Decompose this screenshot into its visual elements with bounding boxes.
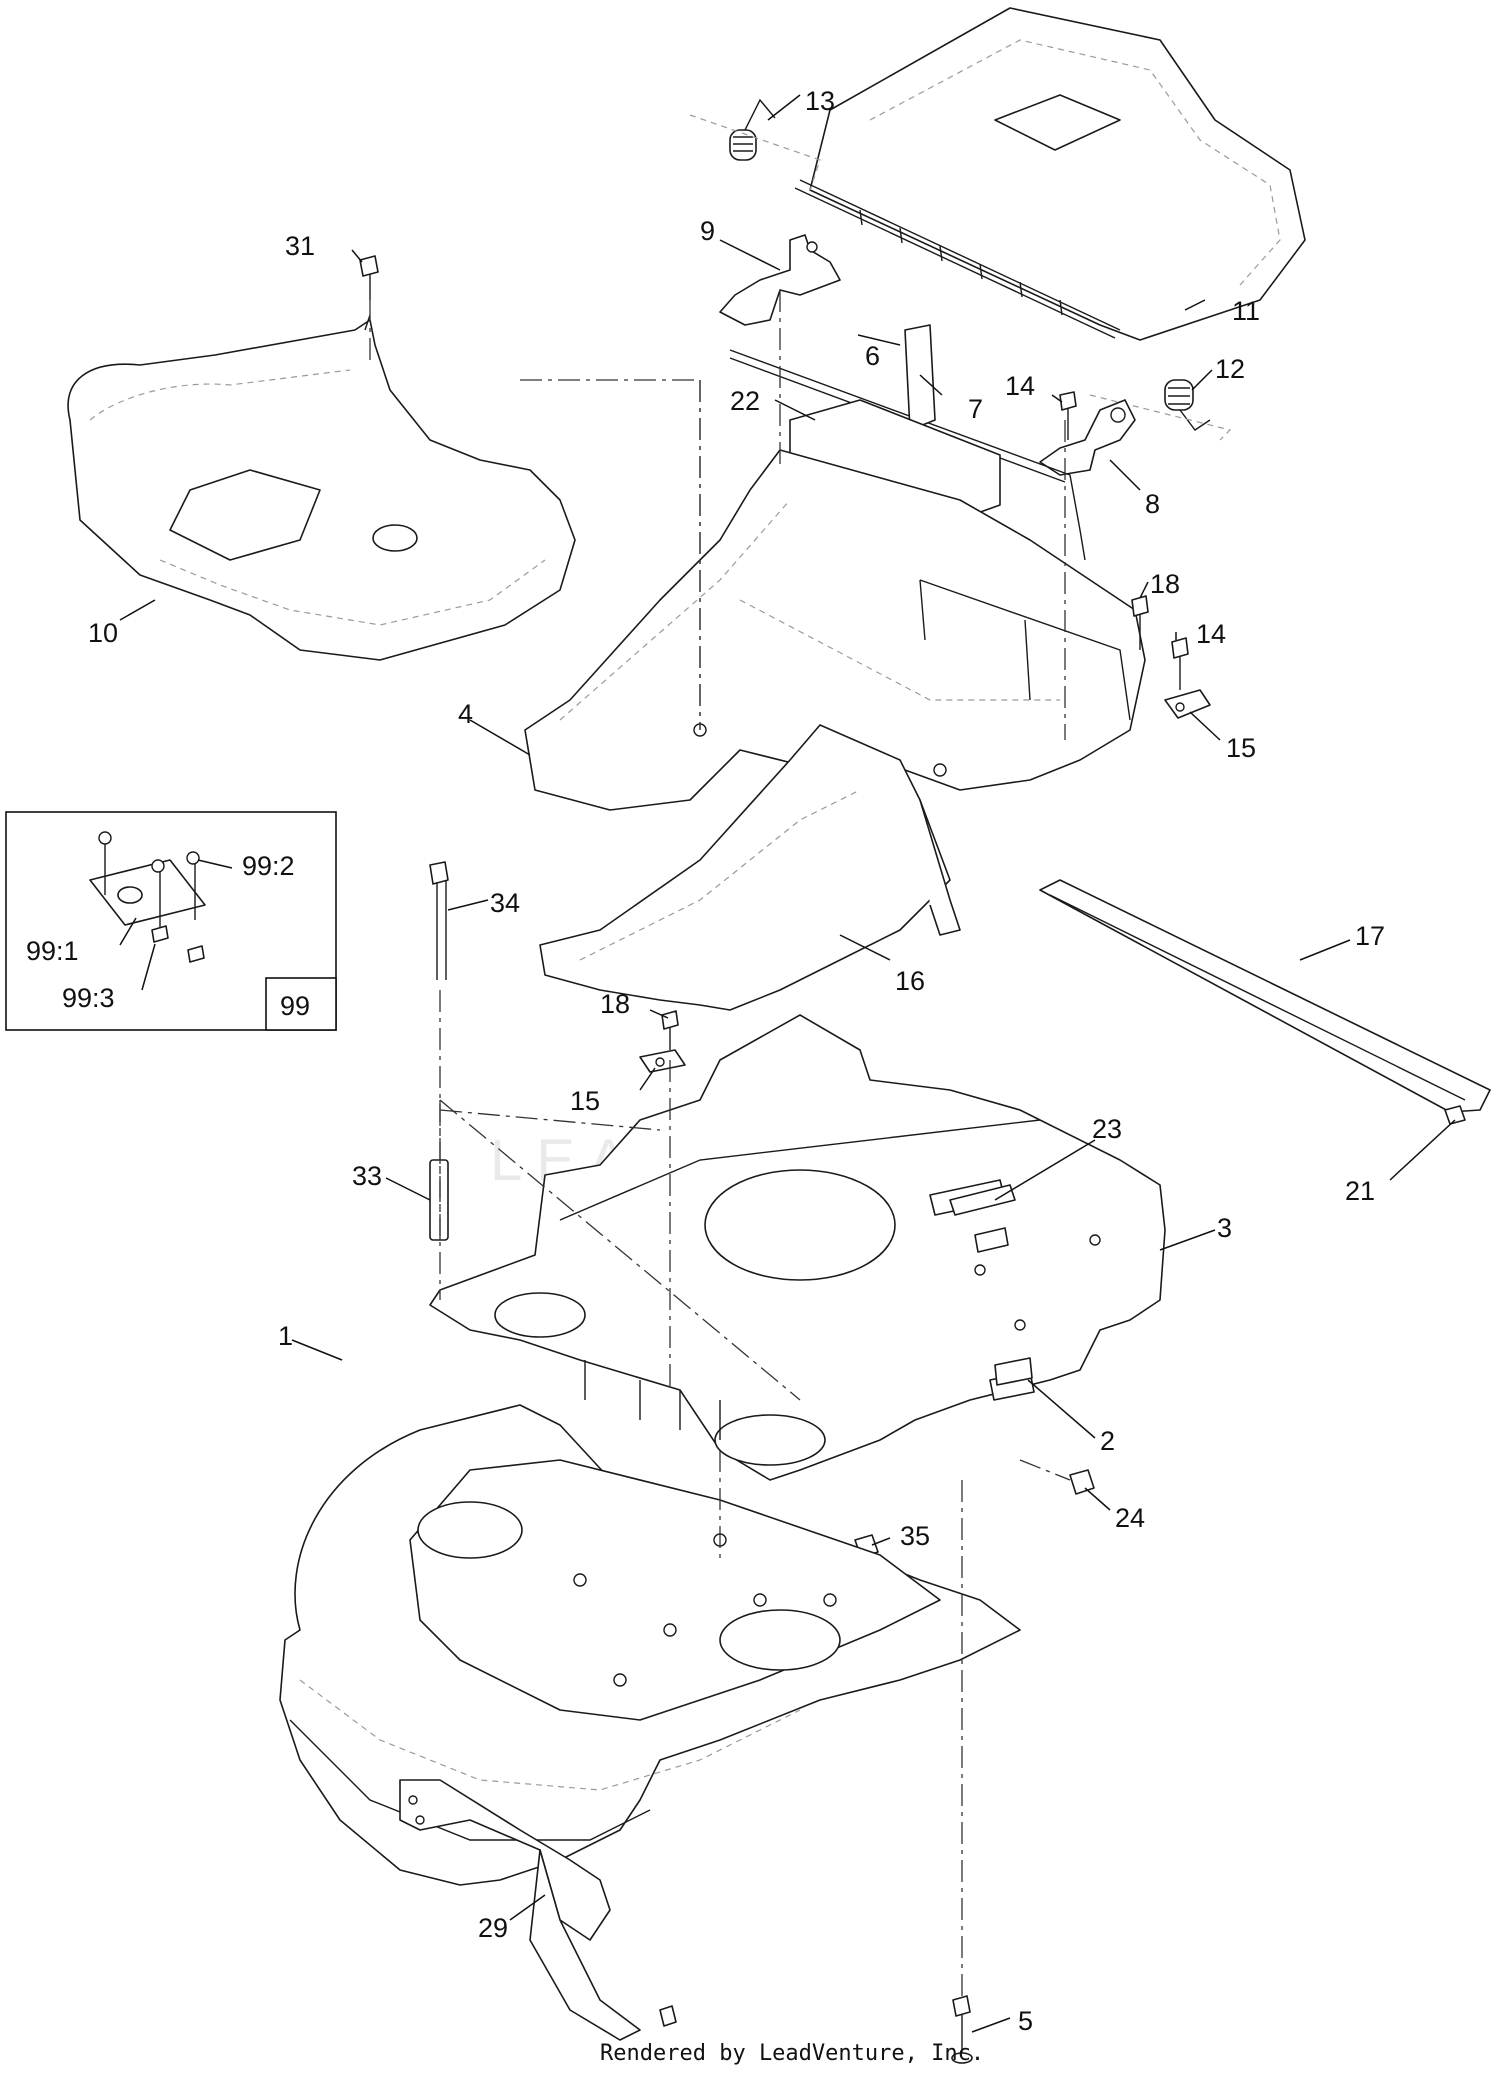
callout-17: 17 (1355, 921, 1385, 951)
callout-31: 31 (285, 231, 315, 261)
callout-21: 21 (1345, 1176, 1375, 1206)
part-9-bracket (719, 234, 841, 326)
callout-15-upper: 15 (1226, 733, 1256, 763)
callout-22: 22 (730, 386, 760, 416)
part-2-decal (994, 1357, 1033, 1386)
callout-16: 16 (895, 966, 925, 996)
callout-23: 23 (1092, 1114, 1122, 1144)
part-8-bracket (1039, 399, 1136, 476)
callout-5: 5 (1018, 2006, 1033, 2036)
callout-numbers: 13 11 12 31 9 6 7 22 14 8 18 14 15 10 4 … (88, 86, 1385, 2036)
part-31-bolt (359, 255, 379, 300)
part-24-nut (1069, 1469, 1095, 1495)
part-33-spacer (429, 1159, 449, 1241)
part-14-bolt-right (1171, 637, 1189, 690)
callout-8: 8 (1145, 489, 1160, 519)
callout-11: 11 (1232, 296, 1260, 326)
inset-label-99-3: 99:3 (62, 983, 115, 1013)
part-10-seat-cover (67, 314, 576, 661)
part-23-decal (949, 1184, 1016, 1216)
callout-leaders (119, 94, 1456, 2033)
part-18-bolt-lower (661, 1010, 679, 1050)
callout-1: 1 (278, 1321, 293, 1351)
callout-3: 3 (1217, 1213, 1232, 1243)
part-5-bolt (951, 1995, 973, 2064)
callout-7: 7 (968, 394, 983, 424)
inset-kit-99: 99:2 99:1 99:3 99 (5, 811, 337, 1031)
part-13-spring (689, 98, 821, 191)
part-12-spring (1089, 379, 1232, 441)
part-21-screw (1444, 1105, 1466, 1125)
part-11-cover (794, 7, 1306, 341)
callout-14-top: 14 (1005, 371, 1035, 401)
callout-14-right: 14 (1196, 619, 1226, 649)
assembly-centerlines (369, 290, 1071, 2000)
callout-34: 34 (490, 888, 520, 918)
part-15-bracket-lower (639, 1049, 686, 1073)
inset-label-99-1: 99:1 (26, 936, 79, 966)
callout-18-lower: 18 (600, 989, 630, 1019)
inset-kit-number: 99 (280, 991, 310, 1021)
callout-15-lower: 15 (570, 1086, 600, 1116)
callout-9: 9 (700, 216, 715, 246)
part-4-body-panel (524, 449, 1146, 811)
part-17-rail (1039, 879, 1491, 1113)
part-3-frame (429, 1014, 1166, 1481)
part-14-bolt-top (1059, 391, 1077, 440)
callout-4: 4 (458, 699, 473, 729)
footer-credit: Rendered by LeadVenture, Inc. (600, 2041, 984, 2066)
part-1-deck (279, 1404, 1021, 1886)
callout-6: 6 (865, 341, 880, 371)
callout-29: 29 (478, 1913, 508, 1943)
part-18-bolt-upper (1131, 595, 1149, 650)
callout-13: 13 (805, 86, 835, 116)
callout-12: 12 (1215, 354, 1245, 384)
callout-10: 10 (88, 618, 118, 648)
part-34-bolt (429, 861, 449, 980)
part-7-handle (904, 324, 936, 431)
inset-label-99-2: 99:2 (242, 851, 295, 881)
callout-2: 2 (1100, 1426, 1115, 1456)
callout-18-upper: 18 (1150, 569, 1180, 599)
callout-24: 24 (1115, 1503, 1145, 1533)
part-29-shield (399, 1779, 677, 2041)
part-15-bracket-upper (1164, 689, 1211, 719)
callout-35: 35 (900, 1521, 930, 1551)
callout-33: 33 (352, 1161, 382, 1191)
